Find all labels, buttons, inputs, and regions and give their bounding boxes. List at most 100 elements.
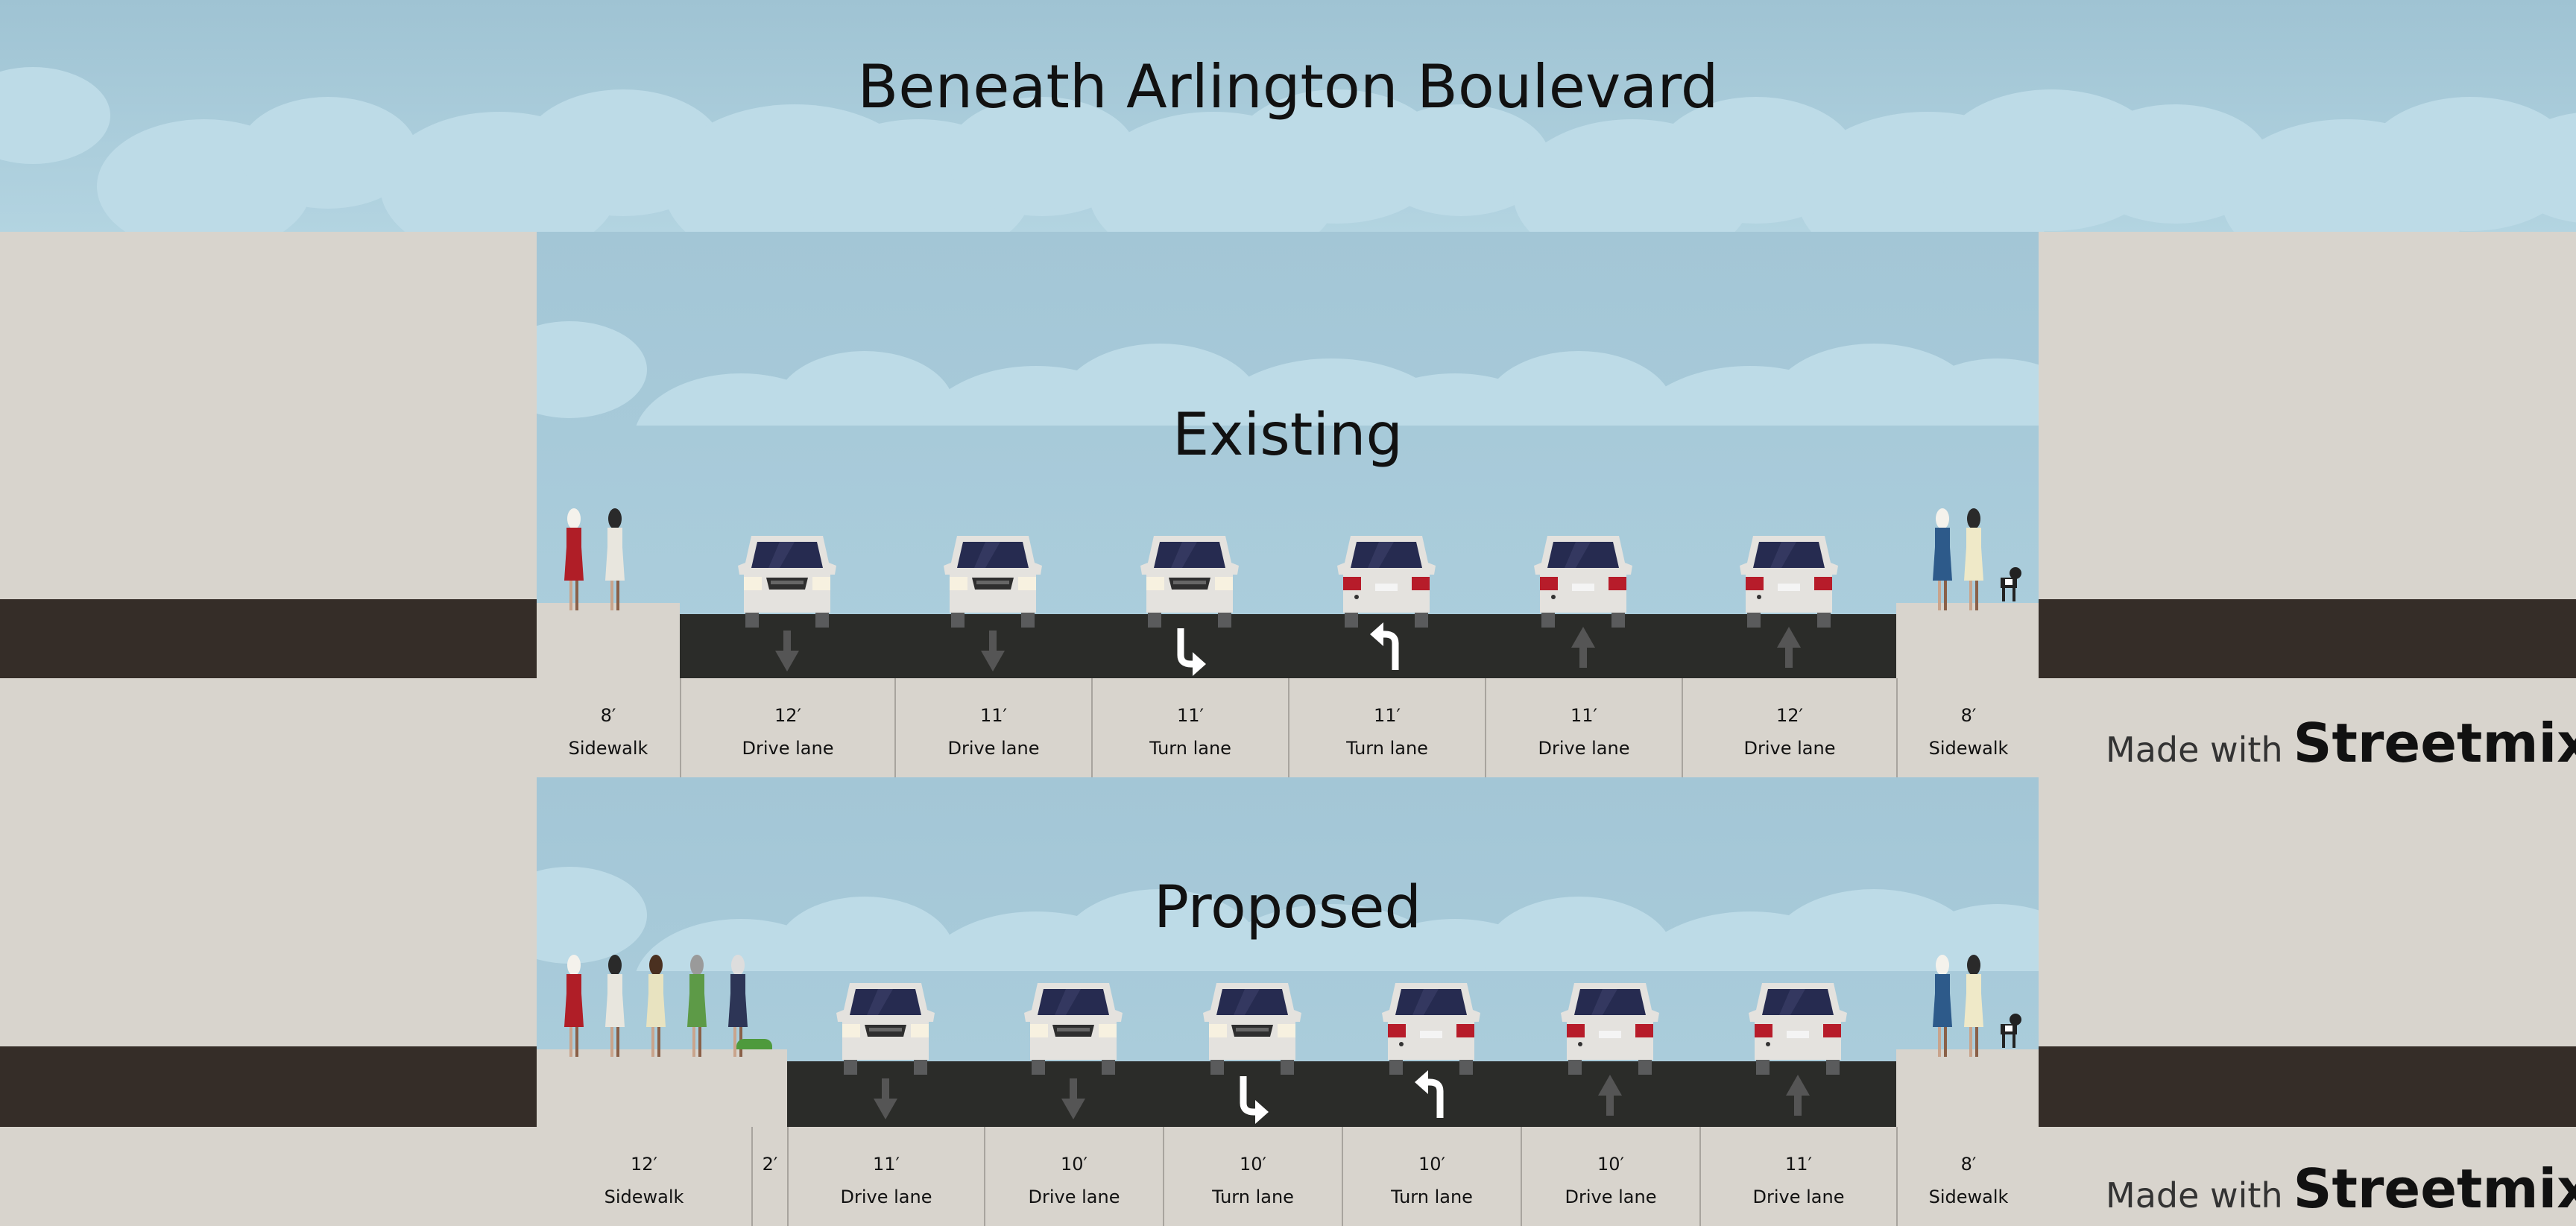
segment-turn-lane — [1163, 1061, 1342, 1127]
segment-width: 10′ — [1240, 1154, 1266, 1175]
segment-label-sidewalk: 8′ Sidewalk — [1896, 678, 2039, 777]
segment-name: Drive lane — [742, 738, 834, 759]
car-rear-icon — [1749, 983, 1847, 1075]
segment-width: 10′ — [1597, 1154, 1624, 1175]
segment-label-drive-lane: 11′Drive lane — [894, 678, 1091, 777]
lane-arrow-up-icon — [1571, 627, 1595, 668]
segment-label-drive-lane: 10′ Drive lane — [1521, 1127, 1699, 1226]
segment-turn-lane — [1288, 614, 1485, 678]
segment-name: Sidewalk — [1928, 738, 2009, 759]
car-front-icon — [836, 983, 935, 1075]
section-heading: Existing — [1172, 402, 1403, 469]
pedestrian-icon — [564, 508, 584, 610]
pedestrian-icon — [605, 955, 625, 1057]
segment-label-drive-lane: 12′Drive lane — [680, 678, 894, 777]
segment-width: 10′ — [1061, 1154, 1087, 1175]
segment-name: Turn lane — [1346, 738, 1428, 759]
car-front-icon — [944, 536, 1042, 628]
top-sky — [0, 0, 2576, 232]
segment-sidewalk — [1896, 603, 2039, 678]
section-heading: Proposed — [1153, 874, 1422, 941]
segment-name: Turn lane — [1391, 1186, 1473, 1207]
turn-arrow-down-turn-icon — [1240, 1076, 1269, 1124]
segment-width: 11′ — [1570, 705, 1597, 726]
segment-name: Turn lane — [1212, 1186, 1294, 1207]
turn-arrow-up-turn-icon — [1370, 622, 1399, 670]
streetmix-logo: Streetmix — [2293, 712, 2576, 774]
pedestrian-icon — [687, 955, 707, 1057]
car-rear-icon — [1561, 983, 1659, 1075]
segment-width: 2′ — [762, 1154, 778, 1175]
segment-name: Sidewalk — [1928, 1186, 2009, 1207]
pedestrian-icon — [564, 955, 584, 1057]
segment-width: 8′ — [1960, 705, 1977, 726]
segment-label-drive-lane: 11′ Drive lane — [1485, 678, 1682, 777]
credit-prefix: Made with — [2106, 730, 2283, 770]
clouds — [537, 777, 2039, 971]
segment-label-sidewalk: 8′ Sidewalk — [1896, 1127, 2039, 1226]
segment-width: 12′ — [1776, 705, 1803, 726]
lane-arrow-down-icon — [981, 631, 1005, 672]
credit-prefix: Made with — [2106, 1175, 2283, 1216]
segment-planter — [751, 1049, 787, 1127]
segment-sidewalk — [537, 1049, 751, 1127]
segment-label-sidewalk: 12′ Sidewalk — [537, 1127, 751, 1226]
pedestrian-icon — [1933, 508, 1952, 610]
proposed-section: Proposed 12′ Sidewalk 2′ 11′ Drive lane 10′… — [537, 777, 2039, 1226]
segment-label-sidewalk: 8′Sidewalk — [537, 678, 680, 777]
segment-name: Drive lane — [1028, 1186, 1120, 1207]
left-road-band-proposed — [0, 1046, 537, 1127]
car-rear-icon — [1382, 983, 1480, 1075]
lane-arrow-down-icon — [1061, 1078, 1085, 1119]
segment-width: 10′ — [1418, 1154, 1445, 1175]
segment-name: Drive lane — [1743, 738, 1836, 759]
lane-arrow-up-icon — [1777, 627, 1801, 668]
existing-section: Existing 8′ Sidewalk 12′ Drive lane 11′ Dri… — [537, 232, 2039, 777]
segment-name: Drive lane — [840, 1186, 932, 1207]
segment-name: Drive lane — [1565, 1186, 1657, 1207]
car-front-icon — [1024, 983, 1123, 1075]
street-title: Beneath Arlington Boulevard — [857, 52, 1719, 121]
segment-width: 8′ — [600, 705, 616, 726]
pedestrian-icon — [1933, 955, 1952, 1057]
segment-label-drive-lane: 11′ Drive lane — [787, 1127, 984, 1226]
car-rear-icon — [1337, 536, 1436, 628]
car-rear-icon — [1534, 536, 1632, 628]
segment-name: Drive lane — [1538, 738, 1630, 759]
segment-name: Turn lane — [1149, 738, 1231, 759]
pedestrian-icon — [728, 955, 748, 1057]
streetmix-logo: Streetmix — [2293, 1157, 2576, 1220]
segment-sidewalk — [537, 603, 680, 678]
lane-arrow-down-icon — [775, 631, 799, 672]
segment-width: 11′ — [1374, 705, 1401, 726]
car-front-icon — [738, 536, 836, 628]
right-road-band-existing — [2039, 599, 2576, 678]
segment-label-turn-lane: 10′ Turn lane — [1163, 1127, 1342, 1226]
pedestrian-icon — [605, 508, 625, 610]
lane-arrow-up-icon — [1786, 1075, 1810, 1116]
car-front-icon — [1140, 536, 1239, 628]
segment-label-drive-lane: 12′ Drive lane — [1682, 678, 1896, 777]
segment-label-turn-lane: 10′ Turn lane — [1342, 1127, 1521, 1226]
segment-width: 12′ — [631, 1154, 657, 1175]
right-road-band-proposed — [2039, 1046, 2576, 1127]
left-road-band-existing — [0, 599, 537, 678]
segment-label-turn-lane: 11′ Turn lane — [1091, 678, 1288, 777]
segment-turn-lane — [1342, 1061, 1521, 1127]
pedestrian-icon — [646, 955, 666, 1057]
segment-width: 11′ — [1785, 1154, 1812, 1175]
segment-width: 11′ — [980, 705, 1007, 726]
segment-name: Sidewalk — [604, 1186, 684, 1207]
shrub-icon — [736, 1039, 772, 1049]
clouds — [537, 232, 2039, 426]
segment-width: 11′ — [873, 1154, 900, 1175]
segment-label-planter: 2′ — [751, 1127, 787, 1226]
segment-width: 11′ — [1177, 705, 1204, 726]
lane-arrow-up-icon — [1598, 1075, 1622, 1116]
turn-arrow-up-turn-icon — [1415, 1070, 1444, 1118]
segment-width: 8′ — [1960, 1154, 1977, 1175]
segment-label-drive-lane: 11′Drive lane — [1699, 1127, 1896, 1226]
segment-label-turn-lane: 11′ Turn lane — [1288, 678, 1485, 777]
